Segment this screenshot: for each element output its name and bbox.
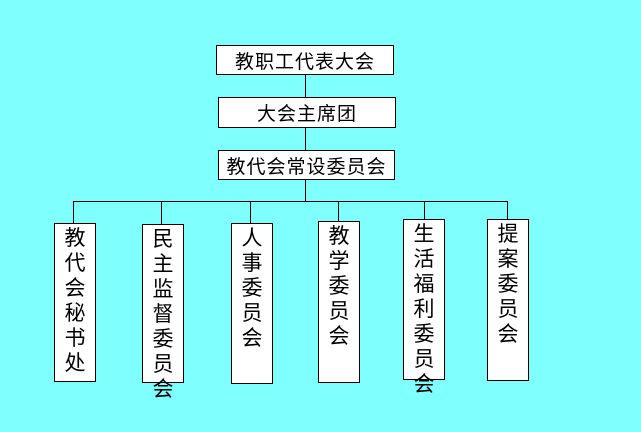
- node-teaching-committee: 教学委员会: [318, 221, 360, 383]
- node-label: 教职工代表大会: [234, 50, 375, 73]
- node-presidium: 大会主席团: [218, 97, 396, 128]
- node-label: 大会主席团: [256, 103, 357, 125]
- node-secretariat: 教代会秘书处: [54, 223, 96, 382]
- node-congress: 教职工代表大会: [216, 45, 394, 75]
- node-label: 人事委员会: [241, 226, 263, 350]
- node-supervision-committee: 民主监督委员会: [142, 224, 184, 401]
- node-label: 教学委员会: [328, 224, 350, 348]
- node-label: 教代会秘书处: [64, 226, 86, 375]
- node-standing-committee: 教代会常设委员会: [218, 150, 395, 180]
- node-welfare-committee: 生活福利委员会: [403, 219, 445, 396]
- node-label: 提案委员会: [497, 222, 519, 346]
- node-label: 教代会常设委员会: [226, 155, 387, 178]
- node-label: 民主监督委员会: [152, 227, 174, 401]
- node-proposal-committee: 提案委员会: [487, 219, 529, 381]
- node-personnel-committee: 人事委员会: [231, 223, 273, 384]
- node-label: 生活福利委员会: [413, 222, 435, 396]
